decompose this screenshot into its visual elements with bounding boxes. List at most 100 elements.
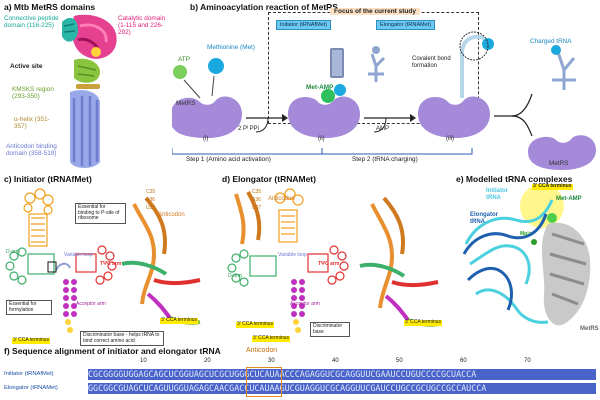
charged-trna-label: Charged tRNA — [530, 38, 572, 45]
c35-label-c: C35 — [146, 189, 156, 195]
metrs-label-free: MetRS — [549, 160, 569, 167]
ppi-release-arrow — [255, 117, 269, 133]
panel-b-title: b) Aminoacylation reaction of MetRS. — [190, 2, 341, 12]
variable-loop-label-d: Variable loop — [278, 252, 307, 258]
anticodon-binding-domain — [70, 90, 100, 168]
metrs-enzyme-iii — [418, 96, 490, 138]
step-ii-label: (ii) — [318, 136, 325, 142]
reaction-arrow-2-head — [410, 114, 416, 122]
panel-a-title: a) Mtb MetRS domains — [4, 2, 96, 12]
aminoacylation-diagram — [172, 31, 596, 170]
met-label: Methionine (Met) — [207, 44, 255, 51]
amp-release-arrow — [373, 117, 387, 133]
mg-ion — [531, 239, 537, 245]
metrs-enzyme-ii — [288, 96, 360, 138]
anticodon-highlight-box — [246, 367, 282, 397]
elongator-seq-label: Elongator (tRNAMet) — [4, 385, 58, 391]
acceptor-label-c: Acceptor arm — [76, 301, 106, 307]
a36-label-d: A36 — [252, 197, 261, 203]
anticodon-label-d: Anticodon — [268, 196, 295, 202]
metrs-label-e: MetRS — [580, 326, 599, 332]
modelled-complex-image — [462, 184, 591, 326]
panel-e-title: e) Modelled tRNA complexes — [456, 174, 573, 184]
step-iii-label: (iii) — [446, 136, 454, 142]
elongator-sequence: GGCGGCGUAGCUCAGUUGGUAGAGCAACGACCUCAUAAGU… — [88, 383, 596, 394]
step1-label: Step 1 (Amino acid activation) — [186, 156, 271, 163]
initiator-seq-label: Initiator (tRNAfMet) — [4, 371, 54, 377]
metrs-label-i: MetRS — [176, 100, 196, 107]
elongator-3d-structure-right — [359, 196, 439, 327]
anticodon-label-f: Anticodon — [246, 347, 278, 354]
charged-trna-icon — [551, 45, 576, 90]
elongator-trna-model — [462, 213, 548, 311]
atp-label: ATP — [178, 56, 190, 63]
bound-trna — [460, 34, 485, 98]
anticodon-binding-label: Anticodon binding domain (358-519) — [6, 143, 57, 158]
cca-label-d-extra: 3' CCA terminus — [252, 335, 290, 342]
met-amp-model — [547, 213, 557, 223]
atp-molecule — [173, 65, 187, 79]
covalent-label: Covalent bond formation — [412, 56, 451, 69]
elongator-d-arm — [227, 249, 277, 287]
anticodon-stem-loop — [23, 188, 54, 247]
elongator-acceptor-stem — [291, 279, 305, 333]
active-site-marker — [91, 47, 101, 57]
discriminator-note-c: Discriminator base - helps tRNA to bind … — [80, 331, 164, 346]
trna-cloverleaf-icon — [330, 46, 386, 82]
note-formylation: Essential for formylation — [6, 300, 52, 315]
connective-label: Connective peptide domain (116-225) — [4, 15, 59, 30]
alpha-helix-label: α-helix (351-357) — [14, 116, 50, 131]
met-arrow — [211, 75, 215, 97]
step-i-label: (i) — [203, 136, 209, 142]
release-arrow-up — [494, 93, 533, 117]
zoom-circle — [459, 31, 489, 61]
cca-label-c: 3' CCA terminus — [12, 337, 50, 344]
c35-label-d: C35 — [252, 189, 262, 195]
tick-60: 60 — [460, 358, 467, 364]
tpsic-label-d: TΨC arm — [318, 261, 340, 267]
darm-label-c: D-arm — [6, 249, 20, 255]
cca-label-c-3d: 3' CCA terminus — [160, 317, 198, 324]
elongator-box: Elongator (tRNAMet) — [376, 20, 436, 30]
met-attached — [334, 84, 346, 96]
variable-loop — [55, 262, 71, 271]
acceptor-stem — [63, 279, 77, 333]
tpsic-arm — [75, 245, 117, 285]
note-p-site: Essential for binding to P-site of ribos… — [75, 203, 126, 224]
kmsks-region — [74, 58, 100, 83]
panel-c-title: c) Initiator (tRNAfMet) — [4, 174, 92, 184]
initiator-sequence: CGCGGGGUGGAGCAGCUCGGUAGCUCGCUGGGCUCAUAAC… — [88, 369, 596, 380]
anticodon-label-c: Anticodon — [158, 212, 185, 218]
metrs-free — [528, 135, 596, 170]
cca-label-d: 3' CCA terminus — [236, 321, 274, 328]
elongator-anticodon-loop — [274, 188, 304, 243]
ppi-label: 2 Pᴵ PPi — [238, 126, 260, 132]
elongator-label-e: Elongator tRNA — [470, 212, 498, 225]
metrs-enzyme-i — [172, 96, 242, 138]
tick-30: 30 — [268, 358, 275, 364]
cca-label-d-3d: 3' CCA terminus — [404, 319, 442, 326]
initiator-box: Initiator (tRNAfMet) — [276, 20, 332, 30]
metrs-model — [541, 222, 591, 326]
tick-40: 40 — [332, 358, 339, 364]
met-amp-molecule — [321, 89, 335, 103]
tick-50: 50 — [396, 358, 403, 364]
tpsic-label-c: TΨC arm — [100, 261, 122, 267]
met-amp-label-e: Met-AMP — [556, 196, 582, 202]
kmsks-label: KMSKS region (293-350) — [12, 86, 54, 101]
met-amp-label: Met-AMP — [306, 84, 334, 91]
initiator-trna-model — [464, 199, 554, 324]
step2-label: Step 2 (tRNA charging) — [352, 156, 418, 163]
darm-label-d: D-arm — [228, 273, 242, 279]
initiator-label-e: Initiator tRNA — [486, 188, 508, 201]
catalytic-domain — [71, 14, 117, 59]
tick-10: 10 — [140, 358, 147, 364]
methionine-molecule — [208, 58, 224, 74]
panel-f-title: f) Sequence alignment of initiator and e… — [4, 346, 221, 356]
elongator-trna-cloverleaf — [227, 188, 439, 333]
metrs-structure-image — [62, 14, 117, 168]
acceptor-label-d: Acceptor arm — [290, 301, 320, 307]
step1-bracket — [172, 148, 323, 155]
reaction-arrow-1-head — [282, 114, 288, 122]
tick-70: 70 — [524, 358, 531, 364]
